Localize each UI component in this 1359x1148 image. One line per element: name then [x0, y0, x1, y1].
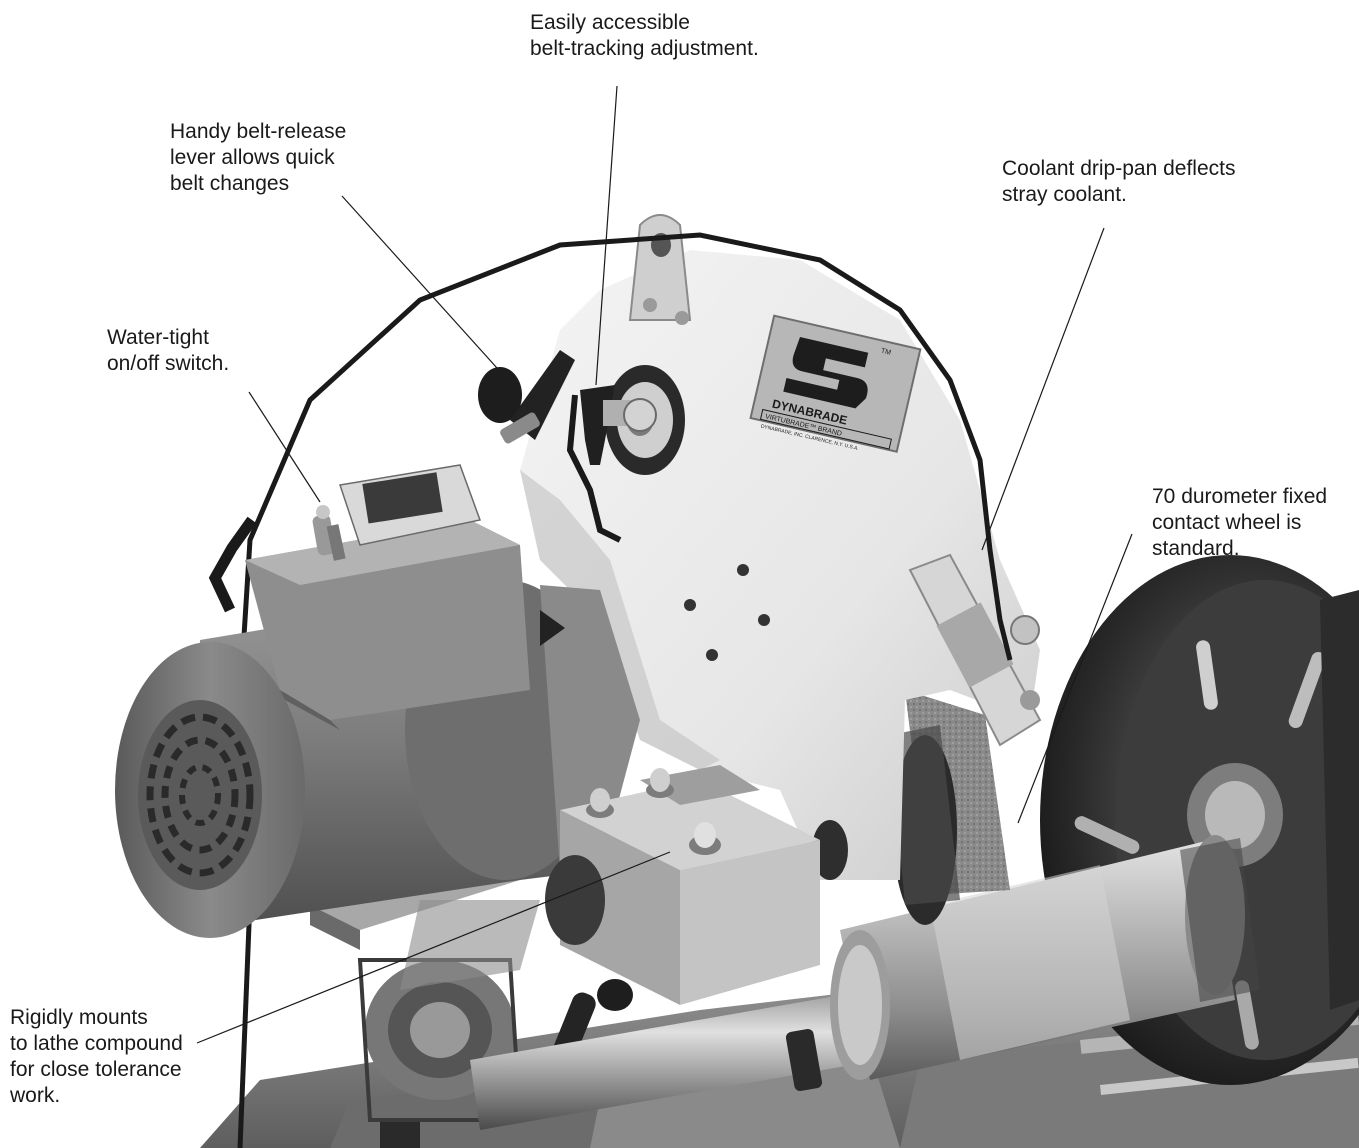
coolant-drip-pan — [908, 553, 1042, 747]
nameplate-tm: TM — [880, 348, 892, 357]
leader-tracking — [595, 85, 618, 386]
workpiece-spindle — [470, 835, 1260, 1130]
tracking-knob — [580, 385, 657, 465]
callout-tracking-adjustment: Easily accessible belt-tracking adjustme… — [530, 11, 759, 60]
coolant-line — [566, 394, 622, 543]
callout-belt-release-lever: Handy belt-release lever allows quick be… — [170, 120, 347, 195]
callout-onoff-switch: Water-tight on/off switch. — [107, 326, 230, 375]
abrasive-belt — [890, 690, 1010, 925]
callout-contact-wheel: 70 durometer fixed contact wheel is stan… — [1152, 485, 1328, 560]
leader-switch — [248, 391, 321, 503]
belt-release-lever — [478, 350, 575, 444]
brand-nameplate: DYNABRADE TM VIRTUBRADE™ BRAND DYNABRADE… — [749, 314, 922, 453]
motor — [115, 464, 640, 938]
leader-wheel — [1017, 533, 1133, 824]
leader-mount — [196, 851, 671, 1044]
callout-coolant-drip-pan: Coolant drip-pan deflects stray coolant. — [1002, 157, 1236, 206]
mounting-block — [545, 765, 820, 1005]
leader-drippan — [981, 227, 1105, 551]
leader-lines — [196, 85, 1133, 1044]
callout-lathe-mount: Rigidly mounts to lathe compound for clo… — [10, 1006, 183, 1107]
coolant-hose-tail — [208, 516, 257, 613]
leader-release — [341, 195, 498, 369]
